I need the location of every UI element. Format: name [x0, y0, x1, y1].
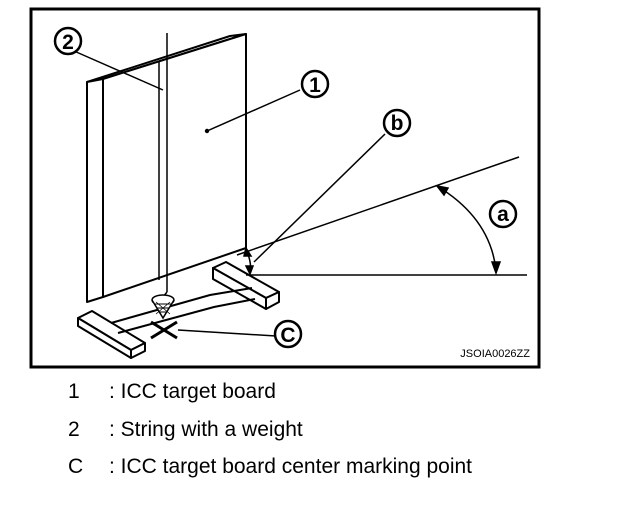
legend-description: : ICC target board center marking point — [109, 455, 473, 478]
legend-key: 2 — [68, 418, 80, 441]
target-board-side — [86, 78, 104, 303]
angle-b-arc — [243, 133, 386, 276]
legend-key: C — [68, 455, 84, 478]
leader-center — [177, 329, 277, 337]
weight-icon — [151, 294, 175, 320]
stand-rails — [110, 287, 256, 334]
leader-board — [206, 89, 301, 132]
svg-text:2: 2 — [62, 31, 74, 54]
angle-reference-lines — [236, 156, 527, 276]
legend-item-board: 1 : ICC target board — [68, 377, 608, 407]
legend-item-center-point: C : ICC target board center marking poin… — [68, 452, 608, 482]
svg-text:b: b — [391, 112, 404, 135]
legend-description: : String with a weight — [109, 418, 303, 441]
svg-text:a: a — [497, 203, 509, 226]
legend-key: 1 — [68, 380, 80, 403]
callout-angle-a: a — [488, 199, 518, 229]
callout-board: 1 — [300, 69, 330, 99]
callout-center-point: C — [273, 319, 303, 349]
stand-rear-foot — [212, 261, 280, 310]
diagram-figure: 1 2 C a b JSOIA0026ZZ — [29, 7, 541, 369]
leader-string — [73, 50, 164, 91]
svg-text:C: C — [280, 324, 295, 347]
legend-description: : ICC target board — [109, 380, 276, 403]
image-code: JSOIA0026ZZ — [460, 348, 530, 360]
callout-string: 2 — [53, 26, 83, 56]
figure-frame — [29, 7, 541, 369]
callout-angle-b: b — [382, 108, 412, 138]
leader-lines — [73, 50, 301, 337]
angle-a-arc — [435, 184, 502, 276]
center-mark-x-icon — [150, 320, 178, 340]
inclined-line — [236, 156, 520, 256]
svg-text:1: 1 — [309, 74, 321, 97]
legend-item-string: 2 : String with a weight — [68, 415, 608, 445]
board-dot — [204, 128, 210, 134]
stand-front-foot — [77, 310, 146, 359]
